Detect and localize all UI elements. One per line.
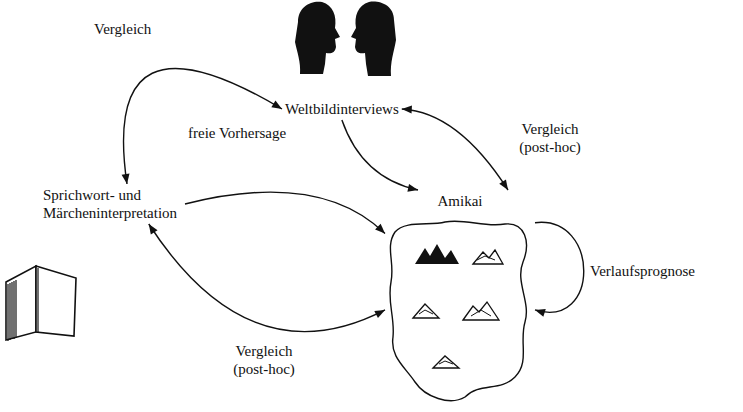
heads-illustration	[290, 0, 400, 92]
node-text: Amikai	[388, 192, 532, 210]
connector	[342, 120, 418, 192]
edge-label: freie Vorhersage	[186, 124, 288, 142]
connector	[149, 224, 385, 332]
connector	[185, 192, 385, 233]
edge-label: Verlaufsprognose	[588, 262, 697, 280]
edge-label: Vergleich	[92, 20, 153, 38]
connector	[535, 222, 584, 316]
interpretation-label: Sprichwort- und Märcheninterpretation	[40, 184, 185, 224]
island-outline	[385, 190, 535, 408]
edge-label: Vergleich (post-hoc)	[508, 120, 592, 156]
node-text: Weltbildinterviews	[285, 100, 399, 118]
island-node: Amikai	[385, 190, 535, 408]
edge-label: Vergleich (post-hoc)	[222, 342, 306, 378]
connector	[402, 106, 508, 190]
book-illustration	[2, 262, 82, 344]
node-text: Sprichwort- und Märcheninterpretation	[43, 186, 182, 222]
interview-label: Weltbildinterviews	[282, 98, 402, 120]
